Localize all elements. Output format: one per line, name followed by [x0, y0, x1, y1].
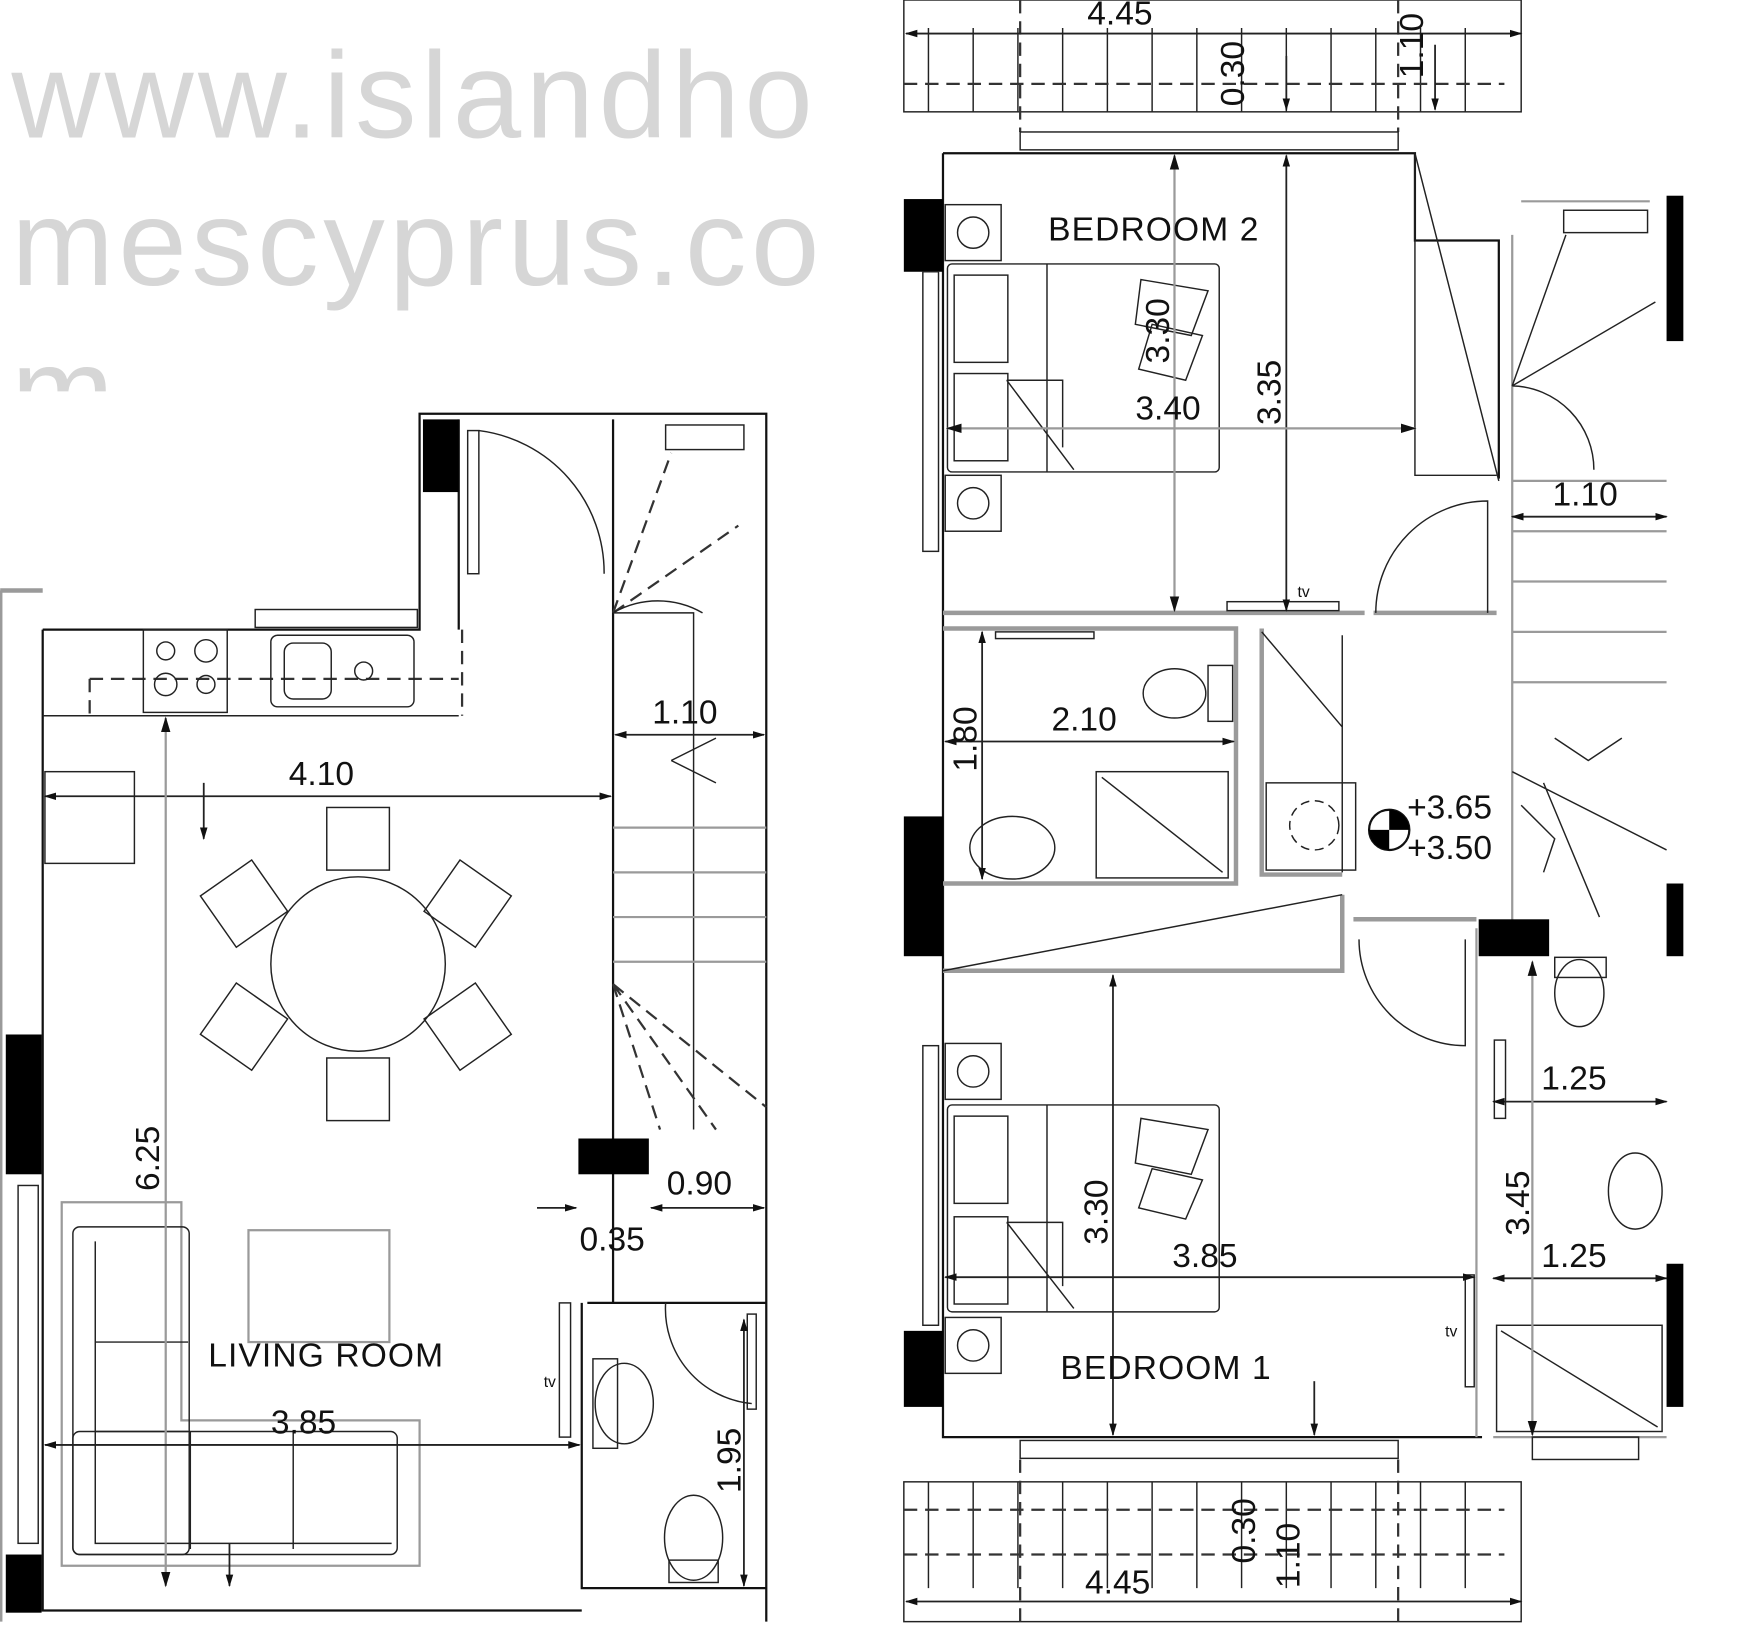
wall-pier [903, 816, 943, 957]
dim-stair-width: 1.10 [1552, 477, 1617, 514]
shower-tray [1095, 770, 1229, 879]
sink-icon [270, 634, 415, 708]
toilet-icon [1142, 668, 1207, 719]
dim-ensuite-width-bottom: 1.25 [1541, 1238, 1606, 1275]
window [664, 424, 745, 451]
dim-wall-offset: 0.35 [580, 1221, 645, 1258]
dim-balcony-top-width: 4.45 [1087, 0, 1152, 33]
tv-label: tv [1298, 584, 1310, 601]
dim-wc-length: 1.95 [712, 1428, 749, 1493]
wall-pier [1666, 1263, 1684, 1407]
toilet-icon [663, 1494, 724, 1581]
wall-pier [5, 1554, 42, 1613]
dim-bedroom2-depth-a: 3.30 [1140, 298, 1177, 363]
window [1562, 209, 1649, 234]
dim-stair-width: 1.10 [652, 695, 717, 732]
wall-pier [5, 1034, 42, 1175]
nightstand [944, 203, 1002, 262]
window [922, 1044, 940, 1326]
nightstand [944, 474, 1002, 532]
nightstand [944, 1316, 1002, 1375]
ground-floor-dimensions [43, 716, 766, 1588]
tv-label: tv [544, 1374, 556, 1391]
staircase [612, 452, 767, 1131]
sofa [60, 1201, 421, 1567]
wall-pier [1666, 195, 1684, 342]
level-lower: +3.50 [1407, 830, 1492, 867]
dim-stair-landing: 0.90 [667, 1165, 732, 1202]
washbasin-icon [594, 1362, 655, 1445]
dim-living-length: 6.25 [130, 1126, 167, 1191]
wall-pier [422, 419, 459, 493]
washbasin-icon [969, 815, 1056, 880]
dim-ensuite-width-top: 1.25 [1541, 1060, 1606, 1097]
entry-door [466, 429, 605, 575]
bed-bedroom-1 [944, 1042, 1475, 1388]
bathroom [969, 631, 1411, 880]
dim-balcony-bottom-depth: 0.30 [1226, 1498, 1263, 1563]
window [922, 271, 940, 553]
wall-pier [578, 1138, 649, 1175]
dim-bedroom1-depth: 3.30 [1078, 1179, 1115, 1244]
dim-bedroom1-width: 3.85 [1172, 1238, 1237, 1275]
dim-bedroom2-width: 3.40 [1135, 390, 1200, 427]
fridge-icon [44, 770, 136, 865]
dim-balcony-top-depth-total: 1.10 [1394, 13, 1431, 78]
dim-living-width: 3.85 [271, 1405, 336, 1442]
wall-pier [1478, 919, 1550, 957]
washbasin-icon [1607, 1152, 1663, 1230]
dim-bathroom-depth: 1.80 [948, 706, 985, 771]
dim-kitchen-width: 4.10 [289, 756, 354, 793]
wall-pier [903, 1330, 943, 1407]
room-label-bedroom-1: BEDROOM 1 [1060, 1350, 1271, 1387]
hob-icon [142, 628, 228, 714]
room-label-bedroom-2: BEDROOM 2 [1048, 211, 1259, 248]
watermark-container: www.islandhomescyprus.com [11, 26, 824, 392]
window [254, 608, 419, 629]
first-floor-plan: 4.45 0.30 1.10 [903, 0, 1684, 1623]
ground-floor-plan: 4.10 1.10 6.25 0.90 0.35 LIVING ROOM 3.8… [0, 412, 768, 1622]
balcony-bottom [903, 1439, 1523, 1623]
shower-tray [1495, 1324, 1663, 1433]
dim-balcony-bottom-width: 4.45 [1085, 1565, 1150, 1602]
coffee-table [247, 1229, 391, 1344]
tv-label: tv [1445, 1323, 1457, 1340]
dim-ensuite-length: 3.45 [1500, 1170, 1537, 1235]
first-floor-dimensions [943, 153, 1668, 1437]
nightstand [944, 1042, 1002, 1101]
balcony-top [903, 0, 1523, 151]
window [17, 1184, 39, 1545]
dim-balcony-bottom-depth-total: 1.10 [1271, 1523, 1308, 1588]
ensuite [1493, 956, 1663, 1461]
staircase-first-floor [1511, 234, 1667, 918]
dining-table [199, 806, 513, 1122]
kitchen-counter [42, 628, 464, 865]
dim-balcony-top-depth: 0.30 [1215, 41, 1252, 106]
dim-bedroom2-depth-b: 3.35 [1252, 360, 1289, 425]
wall-pier [903, 199, 943, 272]
toilet-icon [1554, 958, 1605, 1028]
watermark: www.islandhomescyprus.com [11, 26, 824, 392]
room-label-living-room: LIVING ROOM [208, 1338, 444, 1375]
dim-bathroom-width: 2.10 [1051, 701, 1116, 738]
level-upper: +3.65 [1407, 790, 1492, 827]
wall-pier [1666, 883, 1684, 957]
